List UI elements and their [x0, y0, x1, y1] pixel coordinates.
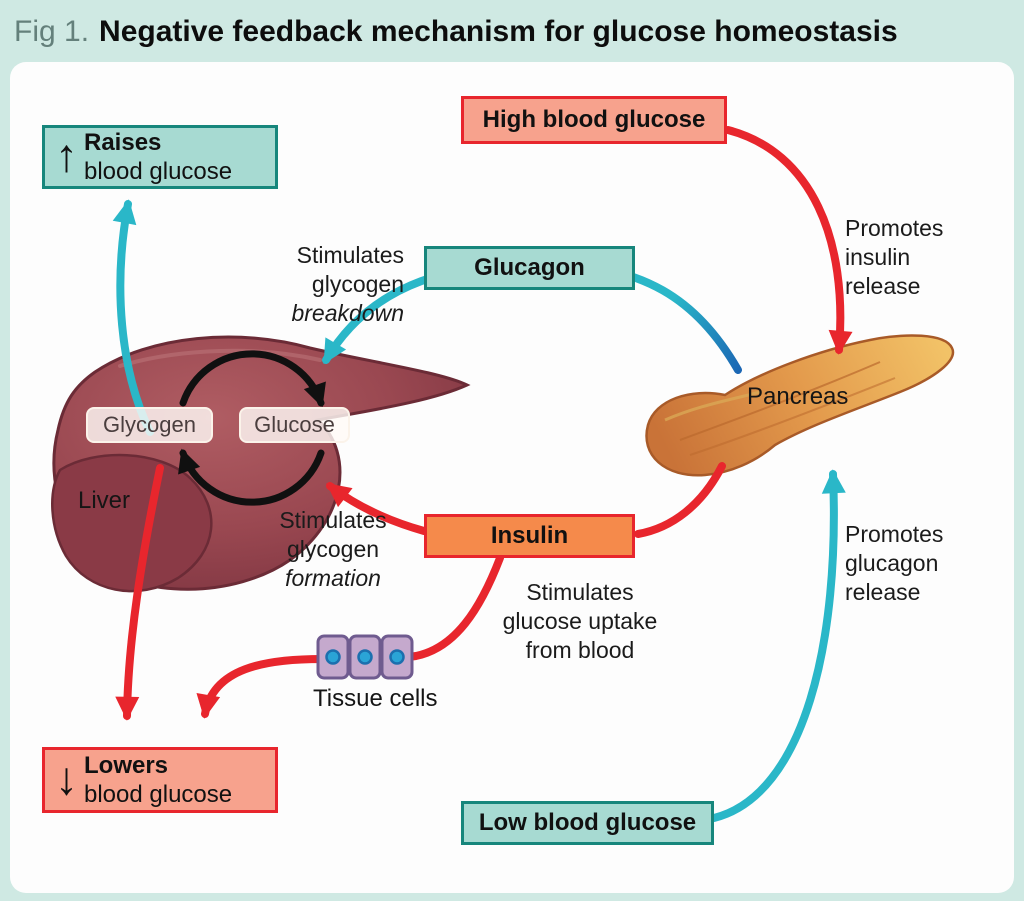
insulin-box: Insulin: [424, 514, 635, 558]
low-blood-glucose-box: Low blood glucose: [461, 801, 714, 845]
arrow-liver-to-lowers: [115, 464, 164, 721]
glucose-chip: Glucose: [239, 407, 350, 443]
stimulates-glucose-uptake-note: Stimulates glucose uptake from blood: [502, 579, 658, 663]
insulin-label: Insulin: [490, 522, 569, 549]
tissue-cells-label: Tissue cells: [313, 685, 438, 712]
raises-sublabel: blood glucose: [84, 158, 233, 185]
low-blood-glucose-label: Low blood glucose: [478, 809, 697, 836]
lowers-blood-glucose-box: ↓ Lowers blood glucose: [42, 747, 278, 813]
high-blood-glucose-label: High blood glucose: [482, 106, 706, 133]
arrow-insulin-to-liver: [326, 482, 428, 535]
pancreas-label: Pancreas: [747, 383, 849, 410]
down-arrow-icon: ↓: [55, 752, 78, 804]
lowers-sublabel: blood glucose: [84, 781, 233, 808]
liver-label: Liver: [78, 487, 131, 514]
glycogen-chip: Glycogen: [86, 407, 213, 443]
figure-title: Negative feedback mechanism for glucose …: [99, 15, 898, 48]
stimulates-glycogen-breakdown-note: Stimulates glycogen breakdown: [291, 242, 404, 326]
figure-label: Fig 1.: [14, 15, 90, 48]
arrow-high-glucose-to-pancreas: [724, 126, 853, 355]
glycogen-glucose-cycle-arrows: [178, 350, 326, 506]
stimulates-glycogen-formation-note: Stimulates glycogen formation: [279, 507, 387, 591]
liver-illustration: [51, 335, 471, 593]
raises-label: Raises: [84, 128, 162, 156]
pancreas-illustration: [645, 334, 955, 477]
promotes-glucagon-release-note: Promotes glucagon release: [845, 521, 944, 605]
tissue-cells-illustration: [316, 634, 414, 680]
glucagon-label: Glucagon: [474, 254, 585, 281]
up-arrow-icon: ↑: [55, 129, 78, 181]
raises-blood-glucose-box: ↑ Raises blood glucose: [42, 125, 278, 189]
glycogen-label: Glycogen: [103, 412, 196, 437]
promotes-insulin-release-note: Promotes insulin release: [845, 215, 944, 299]
arrow-low-glucose-to-pancreas: [710, 469, 846, 822]
lowers-label: Lowers: [84, 751, 169, 779]
arrow-pancreas-to-insulin: [634, 462, 726, 538]
high-blood-glucose-box: High blood glucose: [461, 96, 727, 144]
glucose-label: Glucose: [254, 412, 335, 437]
glucagon-box: Glucagon: [424, 246, 635, 290]
figure-header: Fig 1. Negative feedback mechanism for g…: [14, 8, 1010, 56]
